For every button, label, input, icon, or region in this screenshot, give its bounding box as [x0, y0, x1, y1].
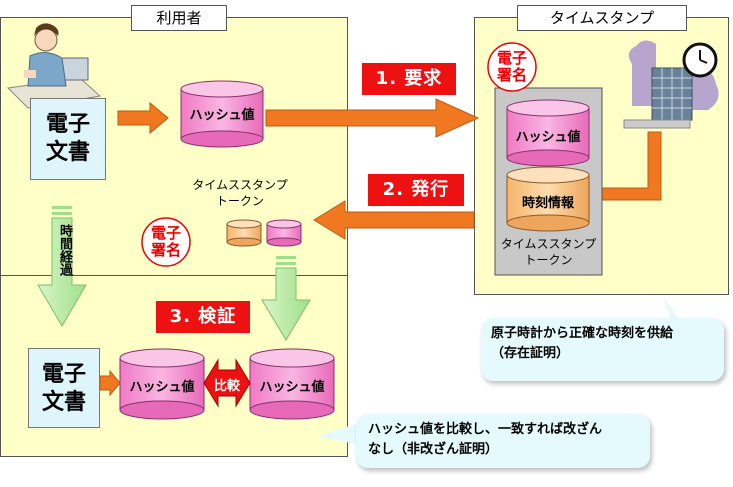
token-peach-cylinder	[226, 219, 262, 247]
token-down-arrow	[261, 256, 311, 341]
token-signature-text: 電子 署名	[142, 225, 190, 259]
document-top: 電子 文書	[30, 98, 106, 180]
tsa-hash-cylinder	[506, 99, 590, 167]
user-token-label-line1: タイムススタンプ	[192, 178, 288, 192]
user-panel-divider	[0, 275, 348, 276]
time-passage-arrow	[37, 206, 87, 327]
tsa-token-label-line1: タイムススタンプ	[500, 237, 597, 251]
user-token-label: タイムススタンプ トークン	[170, 177, 310, 209]
tsa-signature-line2: 署名	[496, 66, 527, 84]
compare-callout-line2: なし（非改ざん証明）	[368, 442, 499, 457]
user-hash-label: ハッシュ値	[189, 108, 255, 123]
token-pink-cylinder	[266, 219, 302, 247]
verify-doc-arrow	[99, 369, 121, 397]
tsa-token-label: タイムススタンプ トークン	[495, 236, 602, 268]
tsa-time-cylinder	[506, 166, 590, 232]
building-clock-icon	[623, 40, 719, 129]
tsa-token-label-line2: トークン	[524, 253, 573, 267]
step-issue-label: 2. 発行	[368, 174, 464, 206]
document-top-line1: 電子	[45, 112, 90, 137]
user-panel-title: 利用者	[131, 5, 227, 31]
verify-left-cylinder	[119, 348, 205, 420]
request-arrow	[265, 98, 480, 138]
compare-label: 比較	[213, 379, 240, 394]
step-verify-label: 3. 検証	[156, 301, 250, 333]
document-top-line2: 文書	[45, 140, 90, 165]
person-icon	[6, 23, 102, 109]
document-bottom-line2: 文書	[41, 390, 86, 415]
token-signature-circle	[141, 217, 191, 267]
verify-right-cylinder	[249, 348, 335, 420]
token-signature-line2: 署名	[150, 241, 181, 259]
atomic-clock-callout-line2: （存在証明）	[491, 346, 570, 361]
tsa-signature-text: 電子 署名	[488, 50, 536, 84]
compare-callout-line1: ハッシュ値を比較し、一致すれば改ざん	[368, 422, 603, 437]
verify-left-hash-label: ハッシュ値	[129, 380, 195, 395]
tsa-hash-label: ハッシュ値	[515, 130, 581, 145]
tsa-time-label: 時刻情報	[521, 196, 574, 211]
document-bottom: 電子 文書	[28, 348, 100, 428]
timestamp-panel-title: タイムスタンプ	[517, 5, 687, 31]
compare-callout-tail	[318, 424, 356, 444]
atomic-clock-callout: 原子時計から正確な時刻を供給 （存在証明）	[481, 318, 724, 381]
verify-right-hash-label: ハッシュ値	[259, 380, 325, 395]
doc-to-hash-arrow	[117, 101, 169, 135]
issue-arrow	[313, 200, 475, 240]
compare-callout: ハッシュ値を比較し、一致すれば改ざん なし（非改ざん証明）	[356, 414, 650, 468]
document-bottom-line1: 電子	[41, 362, 86, 387]
tsa-signature-circle	[487, 42, 537, 92]
time-passage-label: 時間経過	[57, 224, 72, 276]
compare-double-arrow	[203, 358, 251, 408]
tsa-signature-line1: 電子	[496, 49, 527, 67]
user-hash-cylinder	[180, 80, 264, 148]
user-token-label-line2: トークン	[215, 194, 264, 208]
token-signature-line1: 電子	[150, 224, 181, 242]
atomic-clock-callout-line1: 原子時計から正確な時刻を供給	[491, 326, 674, 341]
step-request-label: 1. 要求	[362, 63, 456, 95]
